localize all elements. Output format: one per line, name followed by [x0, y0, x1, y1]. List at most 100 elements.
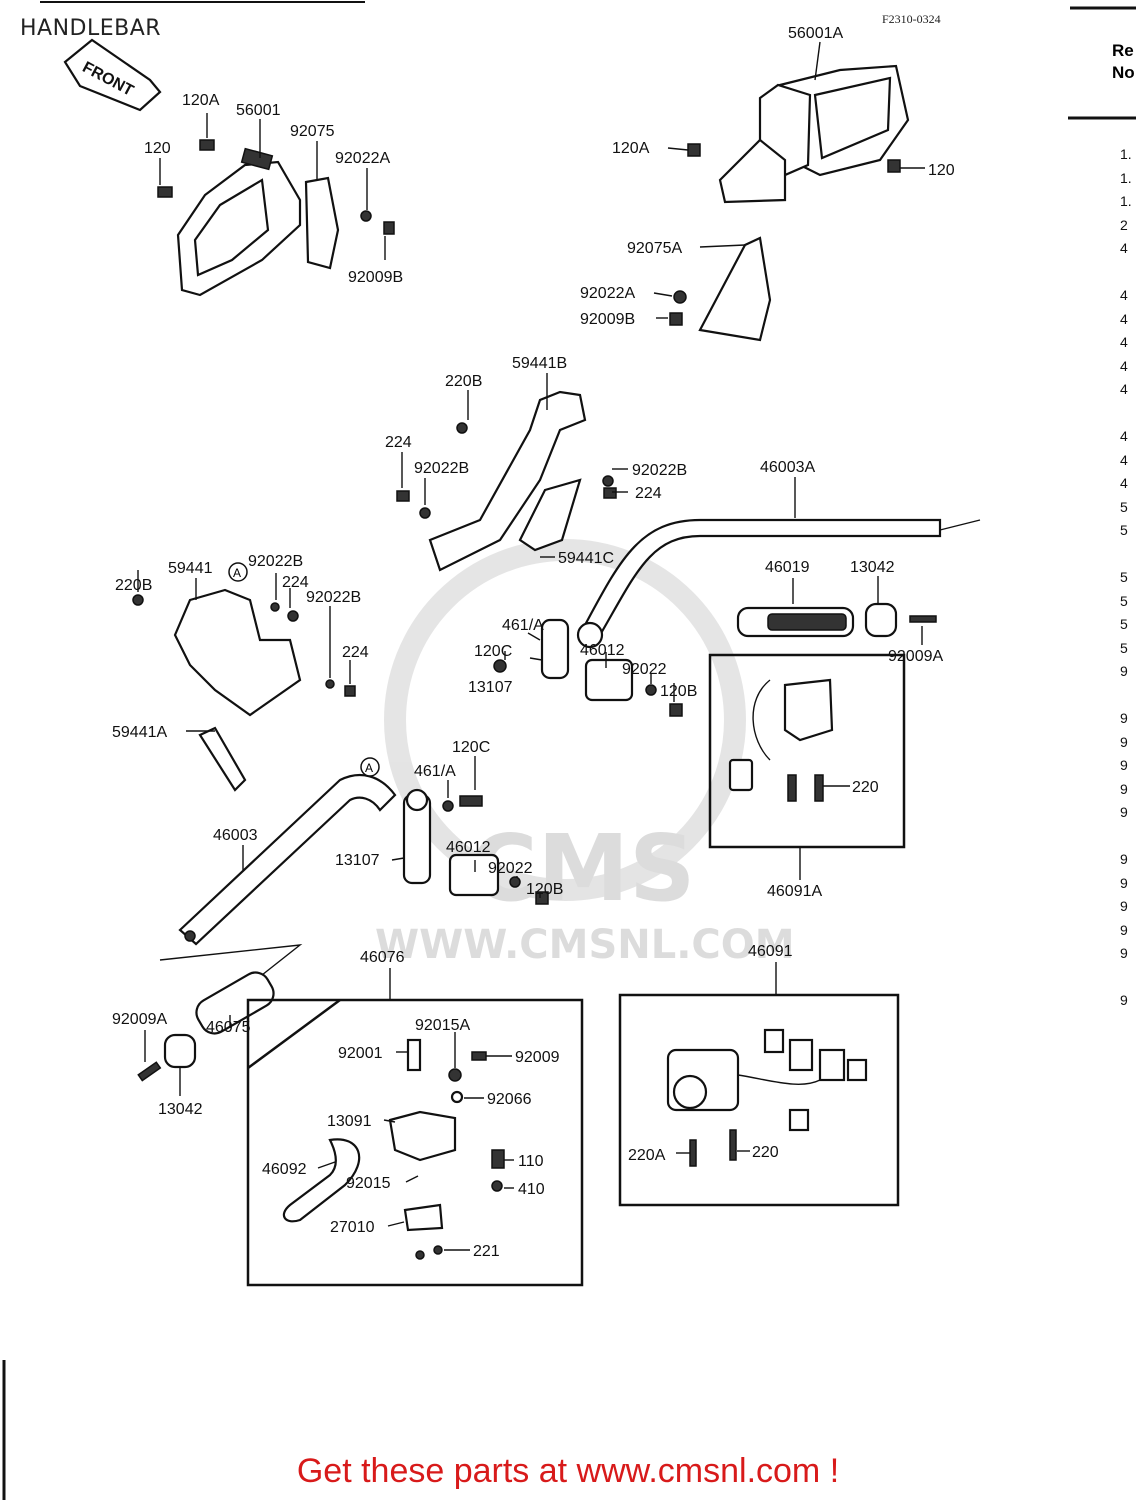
callout-label: 92022B: [306, 589, 361, 606]
handlebar-46003a-part: [576, 518, 981, 649]
callout-label: 224: [385, 434, 412, 451]
svg-text:A: A: [365, 761, 373, 775]
ref-header-line-1: Re: [1112, 41, 1134, 60]
ref-number-entry: 9: [1120, 757, 1128, 773]
callout-label: 13107: [335, 852, 380, 869]
leader-lines: [137, 41, 925, 1251]
callout-label: 92009B: [348, 269, 403, 286]
callout-label: 46012: [580, 642, 625, 659]
callout-label: 92075: [290, 123, 335, 140]
ref-number-entry: 9: [1120, 992, 1128, 1008]
ref-number-entry: 9: [1120, 663, 1128, 679]
callout-label: 92022: [622, 661, 667, 678]
callout-label: 92022B: [248, 553, 303, 570]
callout-label: 92022B: [414, 460, 469, 477]
callout-label: 120C: [452, 739, 490, 756]
callout-label: 46012: [446, 839, 491, 856]
callout-label: 92022B: [632, 462, 687, 479]
ref-number-entry: 4: [1120, 357, 1128, 374]
callout-label: 46076: [360, 949, 405, 966]
callout-label: 59441A: [112, 724, 167, 741]
ref-number-entry: 2: [1120, 216, 1128, 233]
watermark: CMS WWW.CMSNL.COM: [375, 539, 795, 968]
callout-label: 46091A: [767, 883, 822, 900]
callout-label: 59441C: [558, 550, 614, 567]
callout-label: 92022: [488, 860, 533, 877]
holder-59441-part: [132, 588, 356, 792]
ref-number-entry: 9: [1120, 780, 1128, 797]
watermark-logo-text: CMS: [470, 815, 695, 922]
right-grip-part: [736, 602, 937, 638]
svg-text:A: A: [233, 566, 241, 580]
ref-number-entry: 9: [1120, 733, 1128, 750]
callout-label: 461/A: [414, 763, 456, 780]
callout-label: 220: [752, 1144, 779, 1161]
callout-label: 224: [282, 574, 309, 591]
ref-number-entry: 4: [1120, 310, 1128, 327]
callout-label: 92015A: [415, 1017, 470, 1034]
callout-label: 120B: [660, 683, 697, 700]
callout-label: 46019: [765, 559, 810, 576]
callout-label: 56001: [236, 102, 281, 119]
callout-label: 120A: [182, 92, 220, 109]
callout-label: 46092: [262, 1161, 307, 1178]
ref-number-entry: 5: [1120, 498, 1128, 515]
ref-number-entry: 4: [1120, 428, 1128, 444]
ref-number-entry: 9: [1120, 710, 1128, 726]
switch-46091a-box: [708, 653, 906, 849]
callout-label: 92009: [515, 1049, 560, 1066]
callout-label: 56001A: [788, 25, 843, 42]
ref-number-entry: 5: [1120, 616, 1128, 632]
clamp-46012-upper-part: [493, 618, 683, 717]
footer-parts-link[interactable]: Get these parts at www.cmsnl.com !: [296, 1452, 840, 1490]
right-mirror-part: [669, 64, 910, 342]
callout-label: 46091: [748, 943, 793, 960]
ref-number-entry: 9: [1120, 851, 1128, 867]
ref-number-entry: 5: [1120, 639, 1128, 656]
marker-a-lower: A: [360, 757, 380, 777]
callout-label: 220B: [115, 577, 152, 594]
callout-labels: 120A 56001 120 92075 92022A 92009B 56001…: [112, 25, 955, 1260]
callout-label: 224: [635, 485, 662, 502]
callout-label: 110: [518, 1153, 544, 1170]
holder-59441b-part: [396, 390, 617, 572]
ref-number-entry: 1.: [1120, 169, 1132, 186]
callout-label: 224: [342, 644, 369, 661]
callout-label: 59441B: [512, 355, 567, 372]
callout-label: 120: [144, 140, 171, 157]
callout-label: 92022A: [335, 150, 390, 167]
ref-header-line-2: No: [1112, 63, 1135, 82]
callout-label: 92015: [346, 1175, 391, 1192]
callout-label: 13091: [327, 1113, 372, 1130]
left-grip-part: [137, 971, 275, 1082]
switch-46091-box: [618, 993, 900, 1207]
callout-label: 120A: [612, 140, 650, 157]
ref-number-entry: 5: [1120, 569, 1128, 585]
callout-label: 220: [852, 779, 879, 796]
callout-label: 92009A: [888, 648, 943, 665]
diagram-code: F2310-0324: [882, 12, 941, 26]
callout-label: 46075: [206, 1019, 251, 1036]
ref-number-entry: 9: [1120, 921, 1128, 938]
callout-label: 221: [473, 1243, 500, 1260]
lever-assembly-46076-part: [282, 1038, 505, 1260]
ref-number-entry: 4: [1120, 287, 1128, 303]
callout-label: 410: [518, 1181, 545, 1198]
left-mirror-part: [157, 139, 395, 297]
callout-label: 120C: [474, 643, 512, 660]
ref-number-entry: 4: [1120, 334, 1128, 350]
callout-label: 92009B: [580, 311, 635, 328]
marker-a-upper: A: [228, 562, 248, 582]
handlebar-46003-part: [159, 773, 549, 976]
ref-number-entry: 9: [1120, 945, 1128, 961]
ref-number-entry: 4: [1120, 240, 1128, 256]
ref-number-entry: 4: [1120, 381, 1128, 397]
ref-number-entry: 5: [1120, 592, 1128, 609]
front-direction-arrow: FRONT: [63, 38, 162, 112]
callout-label: 92066: [487, 1091, 532, 1108]
callout-label: 46003: [213, 827, 258, 844]
callout-label: 13107: [468, 679, 513, 696]
callout-label: 220B: [445, 373, 482, 390]
